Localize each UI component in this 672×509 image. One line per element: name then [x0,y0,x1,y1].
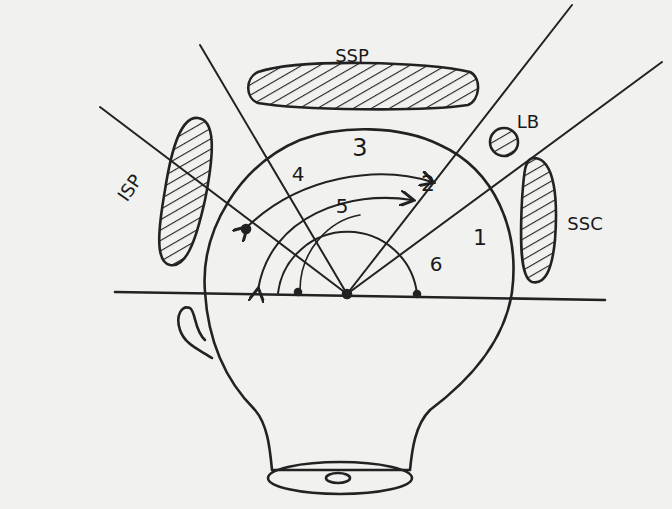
tendon-label: LB [515,112,541,132]
zone-number: 1 [471,226,489,250]
zone-number: 5 [334,195,351,217]
zone-number: 2 [419,172,437,196]
zone-number: 4 [290,163,307,185]
zone-number: 6 [428,253,445,275]
muscle-label: SSC [565,214,604,234]
muscle-label: ISP [113,169,148,206]
muscle-label: SSP [333,46,371,66]
zone-number: 3 [350,135,369,161]
